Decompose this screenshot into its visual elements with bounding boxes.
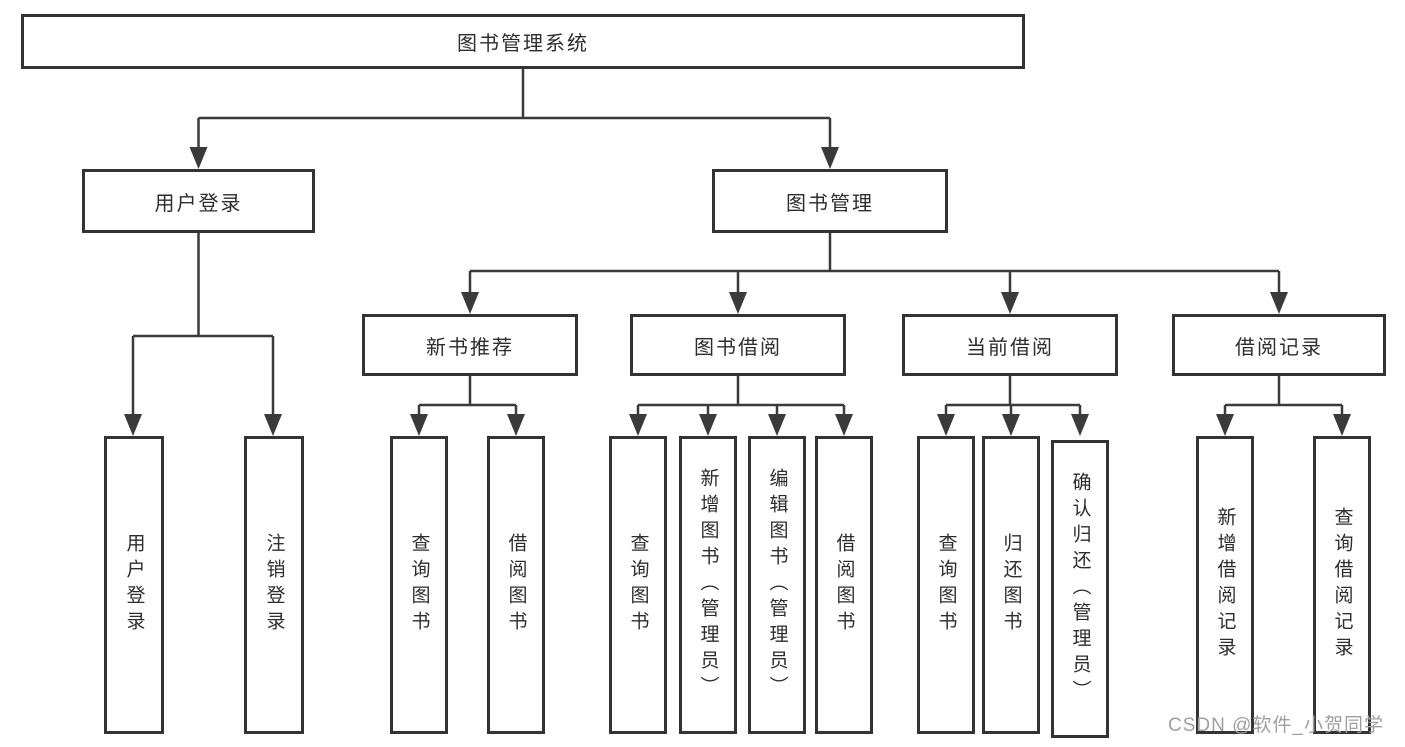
leaf-confirm-return-admin: 确认归还（管理员） — [1051, 440, 1109, 738]
connector-book-borrow-to-leaves — [636, 376, 846, 415]
leaf-user-login: 用户登录 — [104, 436, 164, 734]
node-borrowing-records: 借阅记录 — [1172, 314, 1386, 376]
node-book-management: 图书管理 — [712, 169, 948, 233]
connector-current-borrow-to-leaves — [944, 376, 1082, 415]
csdn-watermark: CSDN @软件_小贺同学 — [1168, 715, 1384, 736]
leaf-query-books-recommend: 查询图书 — [390, 436, 448, 734]
node-user-login: 用户登录 — [82, 169, 315, 233]
connector-root-to-level2 — [197, 69, 832, 148]
connector-user-login-to-leaves — [131, 233, 275, 415]
node-book-borrowing: 图书借阅 — [630, 314, 846, 376]
node-new-book-recommendation: 新书推荐 — [362, 314, 578, 376]
connector-borrow-record-to-leaves — [1223, 376, 1344, 415]
arrowheads — [124, 147, 1351, 436]
leaf-borrow-books-recommend: 借阅图书 — [487, 436, 545, 734]
leaf-query-books-borrow: 查询图书 — [609, 436, 667, 734]
leaf-query-books-current: 查询图书 — [917, 436, 975, 734]
leaf-query-borrow-record: 查询借阅记录 — [1313, 436, 1371, 734]
connector-new-book-to-leaves — [417, 376, 518, 415]
leaf-add-books-admin: 新增图书（管理员） — [679, 436, 737, 734]
leaf-return-books: 归还图书 — [982, 436, 1040, 734]
connector-book-management-to-groups — [468, 233, 1281, 293]
node-library-management-system: 图书管理系统 — [21, 14, 1025, 69]
node-current-borrowing: 当前借阅 — [902, 314, 1118, 376]
leaf-borrow-books: 借阅图书 — [815, 436, 873, 734]
leaf-edit-books-admin: 编辑图书（管理员） — [748, 436, 806, 734]
leaf-add-borrow-record: 新增借阅记录 — [1196, 436, 1254, 734]
leaf-logout: 注销登录 — [244, 436, 304, 734]
